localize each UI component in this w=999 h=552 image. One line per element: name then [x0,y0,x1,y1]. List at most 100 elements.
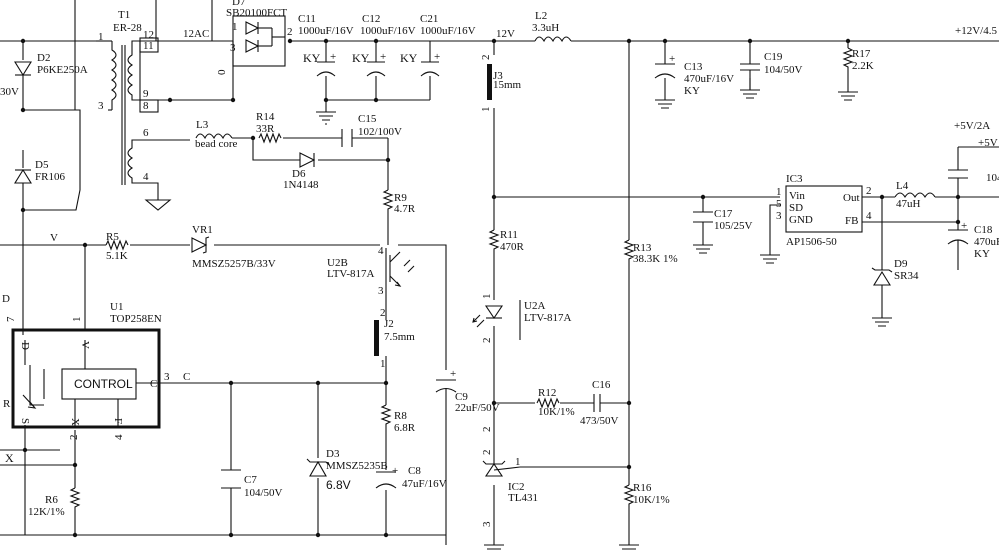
u1-pin-2: 2 [68,435,80,441]
j3-pin-1: 1 [480,107,492,113]
ic2-pin-3: 3 [481,521,493,527]
c13-ky: KY [684,85,700,97]
junction-dots [20,38,961,538]
c21-ky: KY [400,51,418,65]
resistor-r11: R11 470R [488,229,525,256]
t1-pin-4: 4 [143,171,149,183]
net-pin-2: 2 [481,427,493,433]
ic3-pin-fb: FB [845,215,858,227]
capacitor-c18: + C18 470uF KY [947,220,999,260]
c15-value: 102/100V [358,126,402,138]
jumper-j3: 2 J3 15mm 1 [480,55,522,113]
d7-ref: D7 [232,0,246,8]
l2-ref: L2 [535,10,547,22]
ic3-pin-sd: SD [789,202,803,214]
t1-pin-3: 3 [98,100,104,112]
u2a-pin-2: 2 [481,338,493,344]
u1-pin-c: C [150,378,157,390]
net-12v: 12V [496,28,515,40]
plus-mark: + [669,53,675,65]
capacitor-c12: C12 1000uF/16V KY + [352,13,416,77]
ic3-pin-out: Out [843,192,860,204]
c17-ref: C17 [714,208,733,220]
c11-ref: C11 [298,13,316,25]
u1-control-label: CONTROL [74,377,133,391]
t1-pin-8: 8 [143,100,149,112]
j2-value: 7.5mm [384,331,415,343]
capacitor-c17: C17 105/25V [693,208,753,254]
u2a-pin-1: 1 [481,294,493,300]
j3-ref: J3 [493,70,503,82]
t1-ref: T1 [118,9,130,21]
inductor-l3: L3 bead core [195,119,238,150]
ic2-pin-2: 2 [481,450,493,456]
net-v: V [50,232,58,244]
ic3-pin-gnd: GND [789,214,813,226]
capacitor-c19: C19 104/50V [740,51,803,99]
net-d: D [2,293,10,305]
capacitor-c8: + C8 47uF/16V [375,465,447,490]
c8-value: 47uF/16V [402,478,447,490]
d5-value: FR106 [35,171,65,183]
capacitor-c15: C15 102/100V [341,113,402,147]
d3-voltage: 6.8V [326,478,351,492]
r9-value: 4.7R [394,203,416,215]
r13-value: 38.3K 1% [633,253,678,265]
c11-ky: KY [303,51,321,65]
ic3-regulator: IC3 Vin SD GND Out FB 1 5 3 2 4 AP1506-5… [760,173,872,264]
capacitor-c13: + C13 470uF/16V KY [654,53,734,109]
ground-icon [316,111,336,125]
ic2-ref: IC2 [508,481,525,493]
d3-value: MMSZ5235B [326,460,388,472]
u1-ref: U1 [110,301,123,313]
r8-ref: R8 [394,410,407,422]
c-top-right-value: 104 [986,172,999,184]
zener-vr1: VR1 MMSZ5257B/33V [191,224,276,270]
c21-ref: C21 [420,13,438,25]
capacitor-c16: C16 473/50V [580,379,619,427]
u2a-ref: U2A [524,300,545,312]
l4-ref: L4 [896,180,909,192]
l3-value: bead core [195,138,238,150]
t1-pin-1: 1 [98,31,104,43]
r14-ref: R14 [256,111,275,123]
resistor-r12: R12 10K/1% [536,387,575,418]
net-12v-out: +12V/4.5 [955,25,997,37]
r17-ref: R17 [852,48,871,60]
c16-value: 473/50V [580,415,619,427]
inductor-l2: L2 3.3uH [532,10,572,43]
diode-d2: D2 P6KE250A [14,52,88,77]
net-c: C [183,371,190,383]
r16-ref: R16 [633,482,652,494]
resistor-r6: R6 12K/1% [28,487,81,518]
net-x: X [5,451,14,465]
d3-ref: D3 [326,448,340,460]
optocoupler-u2b: U2B LTV-817A 4 3 [327,245,415,297]
ic3-pin-num: 5 [776,198,782,210]
d7-value: SB20100FCT [226,7,287,19]
resistor-r17: R17 2.2K [838,47,874,101]
plus-mark: + [392,465,398,477]
c12-value: 1000uF/16V [360,25,416,37]
plus-mark: + [961,220,967,232]
vr1-value: MMSZ5257B/33V [192,258,276,270]
r8-value: 6.8R [394,422,416,434]
r6-value: 12K/1% [28,506,65,518]
r12-ref: R12 [538,387,556,399]
ic3-pin-num: 4 [866,210,872,222]
r9-ref: R9 [394,192,407,204]
vr1-ref: VR1 [192,224,213,236]
j3-pin-2: 2 [480,55,492,61]
c18-ref: C18 [974,224,993,236]
c9-ref: C9 [455,391,468,403]
capacitor-c7: C7 104/50V [221,469,283,499]
capacitor-c11: C11 1000uF/16V KY + [298,13,354,77]
net-30v: 30V [0,86,19,98]
net-12ac: 12AC [183,28,209,40]
d2-value: P6KE250A [37,64,88,76]
plus-mark: + [330,51,336,63]
l2-value: 3.3uH [532,22,559,34]
t1-pin-11: 11 [143,40,154,52]
c12-ky: KY [352,51,370,65]
r11-ref: R11 [500,229,518,241]
